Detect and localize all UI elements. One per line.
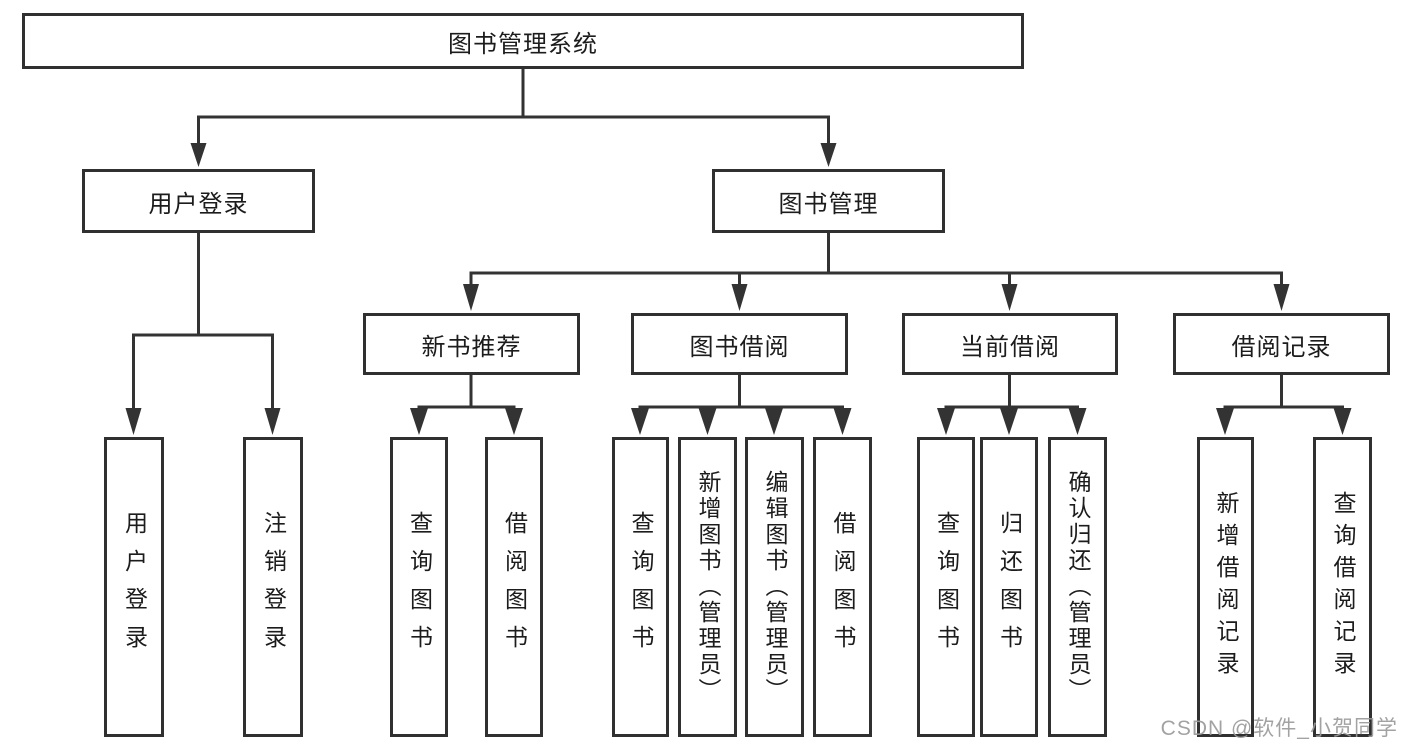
leaf-borrow-books-2: 借阅图书 [813, 437, 872, 737]
arrow-down-icon [631, 408, 649, 435]
arrow-down-icon [820, 143, 837, 167]
arrow-down-icon [264, 408, 281, 435]
node-label: 确认归还（管理员） [1065, 470, 1091, 704]
arrow-down-icon [1001, 284, 1018, 311]
arrow-down-icon [937, 408, 955, 435]
leaf-edit-books-admin: 编辑图书（管理员） [745, 437, 804, 737]
node-label: 图书管理 [778, 190, 879, 218]
node-user-login: 用户登录 [82, 169, 315, 233]
node-borrowing-records: 借阅记录 [1173, 313, 1390, 375]
node-label: 借阅图书 [501, 511, 528, 663]
node-label: 查询图书 [933, 511, 960, 663]
node-library-system: 图书管理系统 [22, 13, 1024, 69]
connector-root-to-level2 [197, 67, 830, 147]
arrow-down-icon [463, 284, 479, 311]
leaf-add-books-admin: 新增图书（管理员） [678, 437, 737, 737]
arrow-down-icon [833, 408, 852, 435]
leaf-user-login: 用户登录 [104, 437, 164, 737]
arrow-down-icon [1000, 408, 1018, 435]
node-label: 用户登录 [148, 190, 249, 218]
node-current-borrowing: 当前借阅 [902, 313, 1118, 375]
leaf-confirm-return-admin: 确认归还（管理员） [1048, 437, 1107, 737]
leaf-query-borrow-record: 查询借阅记录 [1313, 437, 1372, 737]
node-label: 查询图书 [406, 511, 433, 663]
connector-records-children [1223, 373, 1344, 409]
connector-bookmgmt-children [469, 231, 1283, 288]
node-label: 用户登录 [121, 511, 148, 663]
connector-current-children [944, 373, 1079, 409]
node-label: 借阅记录 [1231, 333, 1332, 361]
watermark: CSDN @软件_小贺同学 [1160, 717, 1398, 740]
connector-userlogin-children [132, 231, 274, 412]
node-label: 当前借阅 [960, 333, 1060, 361]
node-label: 图书借阅 [689, 333, 790, 361]
arrow-down-icon [731, 284, 748, 311]
leaf-add-borrow-record: 新增借阅记录 [1197, 437, 1254, 737]
node-label: 图书管理系统 [448, 30, 598, 58]
node-new-book-recommend: 新书推荐 [363, 313, 580, 375]
leaf-logout: 注销登录 [243, 437, 303, 737]
arrow-down-icon [698, 408, 717, 435]
node-label: 编辑图书（管理员） [762, 470, 788, 704]
node-book-borrowing: 图书借阅 [631, 313, 848, 375]
arrow-down-icon [1273, 284, 1290, 311]
leaf-return-books: 归还图书 [980, 437, 1038, 737]
leaf-borrow-books-1: 借阅图书 [485, 437, 543, 737]
node-book-management: 图书管理 [712, 169, 945, 233]
node-label: 归还图书 [996, 511, 1023, 663]
node-label: 注销登录 [260, 511, 287, 663]
arrow-down-icon [1333, 408, 1352, 435]
leaf-query-books-1: 查询图书 [390, 437, 448, 737]
node-label: 借阅图书 [830, 511, 856, 663]
leaf-query-books-2: 查询图书 [612, 437, 669, 737]
node-label: 查询借阅记录 [1330, 491, 1356, 683]
node-label: 新增借阅记录 [1213, 491, 1239, 683]
connector-borrowing-children [638, 373, 844, 409]
arrow-down-icon [410, 408, 428, 435]
arrow-down-icon [505, 408, 523, 435]
arrow-down-icon [1216, 408, 1234, 435]
arrow-down-icon [1068, 408, 1087, 435]
arrow-down-icon [125, 408, 142, 435]
node-label: 新增图书（管理员） [695, 470, 721, 704]
leaf-query-books-3: 查询图书 [917, 437, 975, 737]
arrow-down-icon [190, 143, 207, 167]
arrow-down-icon [765, 408, 783, 435]
connector-newbooks-children [417, 373, 516, 409]
node-label: 查询图书 [628, 511, 654, 663]
node-label: 新书推荐 [421, 333, 522, 361]
